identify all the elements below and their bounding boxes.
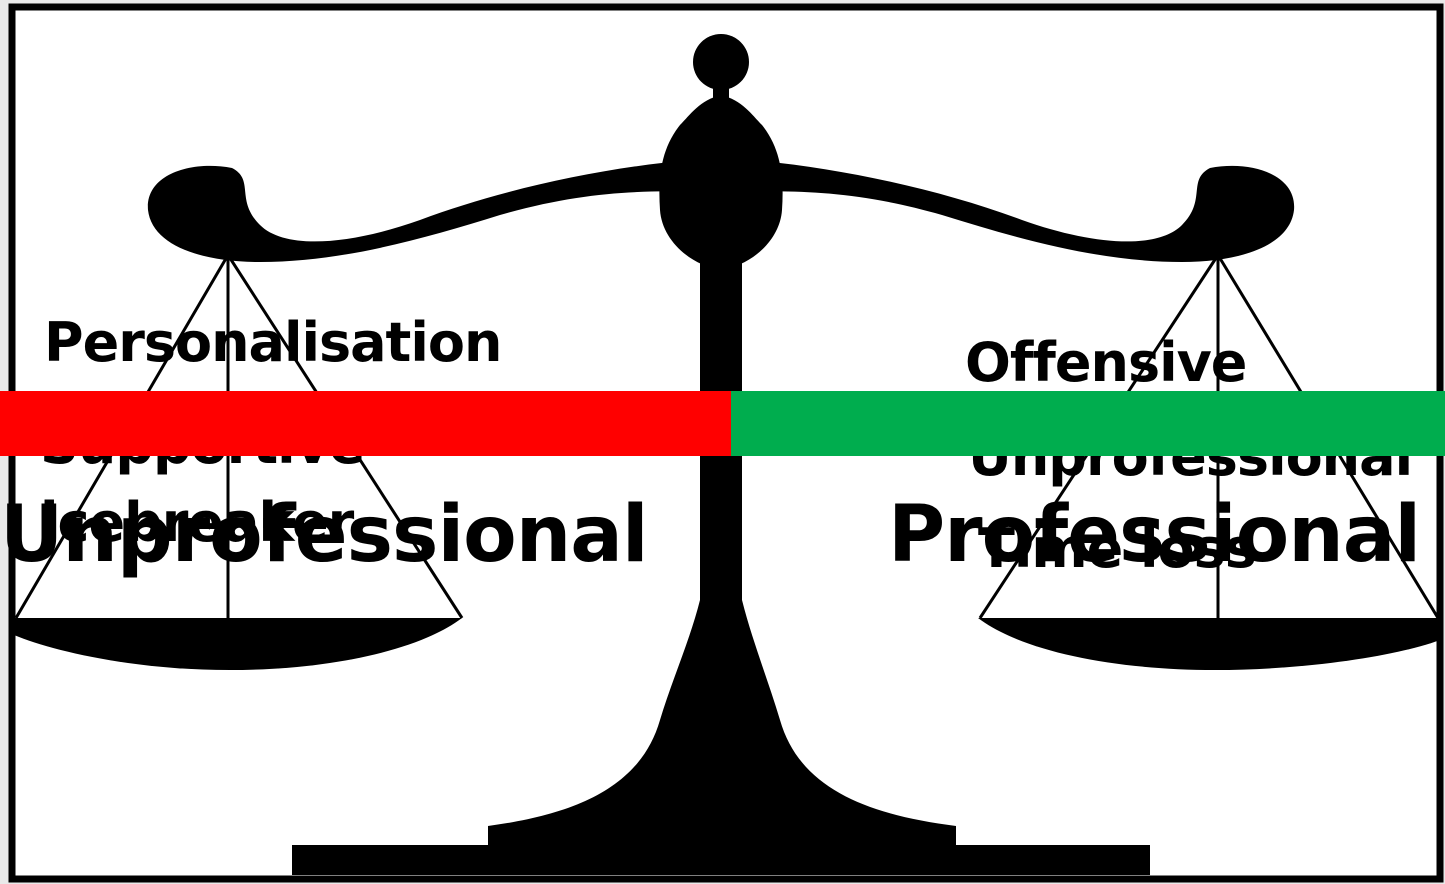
right-side-label: Professional: [888, 490, 1421, 580]
scale-head: [659, 95, 783, 270]
scale-base-step: [488, 826, 956, 848]
unprofessional-bar: [0, 391, 731, 456]
balance-scale-icon: [14, 34, 1440, 875]
left-item-icebreaker: icebreaker: [40, 491, 354, 554]
left-item-personalisation: Personalisation: [44, 311, 502, 374]
scale-pan-right: [978, 618, 1440, 670]
left-side-label: Unprofessional: [0, 490, 649, 580]
right-item-time-loss: Time loss: [978, 517, 1257, 580]
scale-beam-left: [147, 160, 700, 262]
scale-beam-right: [742, 160, 1295, 262]
scale-base-bottom: [292, 845, 1150, 875]
scale-finial: [693, 34, 749, 90]
professional-bar: [731, 391, 1445, 456]
right-item-offensive: Offensive: [965, 331, 1247, 394]
scale-foot: [488, 600, 956, 826]
scale-pan-left: [14, 618, 462, 670]
